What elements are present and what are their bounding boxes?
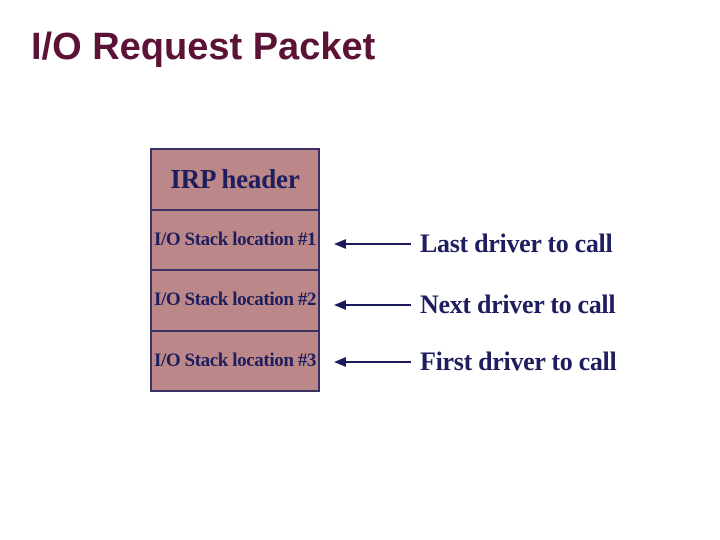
irp-header-cell: IRP header: [170, 163, 300, 194]
arrow-line: [346, 361, 411, 363]
irp-packet-box: IRP header I/O Stack location #1 I/O Sta…: [150, 148, 320, 392]
left-arrow-icon: [334, 300, 346, 310]
stack-location-cell-2: I/O Stack location #2: [152, 269, 318, 330]
left-arrow-icon: [334, 239, 346, 249]
page-title: I/O Request Packet: [31, 26, 376, 68]
arrow-line: [346, 243, 411, 245]
annotation-label-last-driver: Last driver to call: [420, 229, 613, 258]
stack-location-cell-1: I/O Stack location #1: [152, 208, 318, 270]
annotation-label-next-driver: Next driver to call: [420, 290, 616, 319]
annotation-row-first-driver: First driver to call: [334, 344, 617, 380]
annotation-row-next-driver: Next driver to call: [334, 287, 616, 323]
arrow-line: [346, 304, 411, 306]
annotation-row-last-driver: Last driver to call: [334, 226, 613, 262]
left-arrow-icon: [334, 357, 346, 367]
stack-location-cell-3: I/O Stack location #3: [152, 329, 318, 391]
annotation-label-first-driver: First driver to call: [420, 347, 617, 376]
